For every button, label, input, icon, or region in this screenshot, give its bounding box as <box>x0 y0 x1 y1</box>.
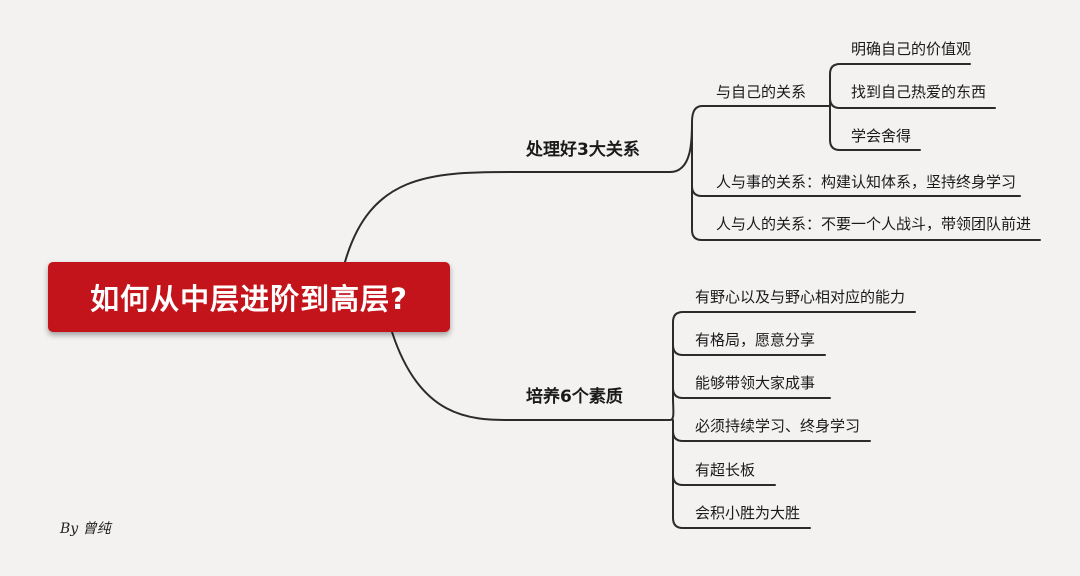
quality-smallwins-label: 会积小胜为大胜 <box>695 504 801 522</box>
people-relation-label: 人与人的关系：不要一个人战斗，带领团队前进 <box>716 215 1032 233</box>
connector-root-to-qualities <box>391 331 511 421</box>
self-passion-label: 找到自己热爱的东西 <box>851 83 987 101</box>
quality-vision-label: 有格局，愿意分享 <box>695 331 816 349</box>
bracket-self-relation <box>829 63 971 107</box>
branch-qualities-label: 培养6个素质 <box>526 387 623 407</box>
connector-root-to-relations <box>344 171 511 263</box>
quality-strength-label: 有超长板 <box>695 461 756 479</box>
quality-learning-label: 必须持续学习、终身学习 <box>695 417 861 435</box>
branch-relations-label: 处理好3大关系 <box>526 140 640 160</box>
self-letgo-label: 学会舍得 <box>851 127 912 145</box>
root-topic-label: 如何从中层进阶到高层? <box>90 282 408 316</box>
bracket-qualities <box>669 311 916 421</box>
self-relation-label: 与自己的关系 <box>716 83 807 101</box>
author-credit: By 曾纯 <box>60 521 111 537</box>
root-topic: 如何从中层进阶到高层? <box>48 262 450 332</box>
bracket-relations <box>669 121 703 241</box>
quality-ambition-label: 有野心以及与野心相对应的能力 <box>695 288 906 306</box>
quality-lead-label: 能够带领大家成事 <box>695 374 816 392</box>
self-values-label: 明确自己的价值观 <box>851 40 972 58</box>
task-relation-label: 人与事的关系：构建认知体系，坚持终身学习 <box>716 173 1017 191</box>
